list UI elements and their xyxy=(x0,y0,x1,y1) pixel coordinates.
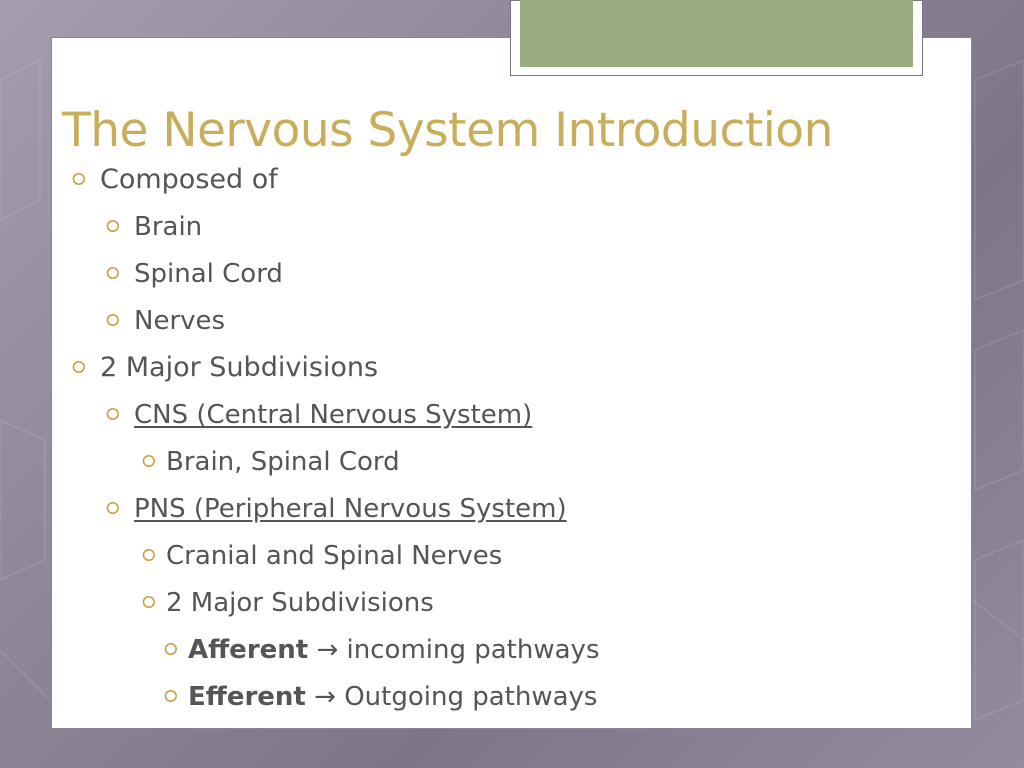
bullet-ring-icon: ⭘ xyxy=(72,170,86,190)
bullet-ring-icon: ⭘ xyxy=(142,452,156,472)
bullet-ring-icon: ⭘ xyxy=(142,593,156,613)
bullet-ring-icon: ⭘ xyxy=(106,311,120,331)
list-item: ⭘ Brain xyxy=(106,212,203,242)
slide-canvas xyxy=(51,37,972,729)
bullet-ring-icon: ⭘ xyxy=(72,358,86,378)
slide-title: The Nervous System Introduction xyxy=(62,103,833,158)
bullet-ring-icon: ⭘ xyxy=(142,546,156,566)
afferent-description: incoming pathways xyxy=(346,635,600,665)
list-item: ⭘ Composed of xyxy=(72,164,278,195)
list-item: ⭘ Afferent → incoming pathways xyxy=(164,633,600,667)
bullet-ring-icon: ⭘ xyxy=(106,405,120,425)
efferent-term: Efferent xyxy=(188,682,306,712)
list-item: ⭘ 2 Major Subdivisions xyxy=(72,352,379,383)
list-item: ⭘ Cranial and Spinal Nerves xyxy=(142,541,503,571)
list-item: ⭘ PNS (Peripheral Nervous System) xyxy=(106,492,567,526)
accent-tab-fill xyxy=(520,0,913,67)
efferent-description: Outgoing pathways xyxy=(344,682,598,712)
arrow-right-icon: → xyxy=(316,635,339,665)
bullet-ring-icon: ⭘ xyxy=(106,499,120,519)
list-item: ⭘ Efferent → Outgoing pathways xyxy=(164,680,598,714)
list-item: ⭘ Brain, Spinal Cord xyxy=(142,447,400,477)
bullet-ring-icon: ⭘ xyxy=(106,217,120,237)
bullet-ring-icon: ⭘ xyxy=(106,264,120,284)
list-item: ⭘ Spinal Cord xyxy=(106,259,283,289)
accent-tab xyxy=(510,0,923,76)
arrow-right-icon: → xyxy=(314,682,336,712)
cns-link[interactable]: CNS (Central Nervous System) xyxy=(134,400,533,430)
bullet-ring-icon: ⭘ xyxy=(164,640,178,660)
list-item: ⭘ 2 Major Subdivisions xyxy=(142,588,434,618)
list-item: ⭘ CNS (Central Nervous System) xyxy=(106,398,533,432)
pns-link[interactable]: PNS (Peripheral Nervous System) xyxy=(134,494,567,524)
bullet-ring-icon: ⭘ xyxy=(164,687,178,707)
list-item: ⭘ Nerves xyxy=(106,306,226,336)
afferent-term: Afferent xyxy=(188,635,309,665)
